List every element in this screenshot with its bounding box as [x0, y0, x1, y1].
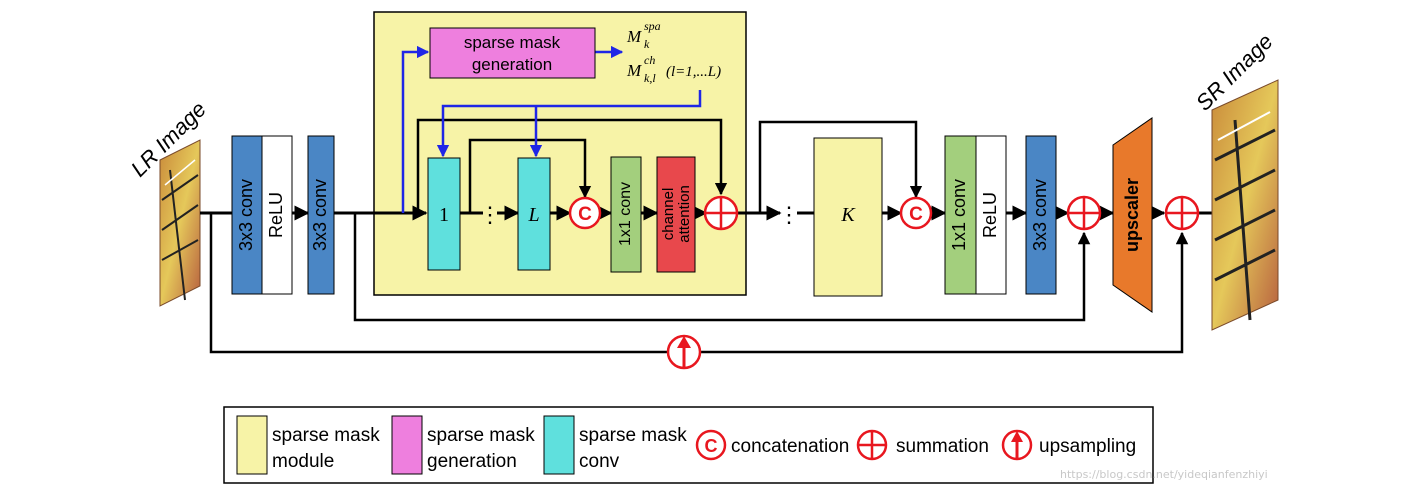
- legend-concat-symbol: C: [705, 436, 718, 456]
- conv1x1-label-2: 1x1 conv: [949, 179, 969, 251]
- sparse-mask-generation-block: [429, 27, 596, 79]
- sr-image: [1211, 79, 1279, 331]
- summation-op-1: [703, 195, 739, 231]
- svg-text:k,l: k,l: [644, 71, 656, 85]
- summation-op-2: [1066, 195, 1102, 231]
- legend-generation-line2: generation: [427, 451, 517, 472]
- spatial-mask-notation: M spa k: [626, 19, 661, 51]
- sparse-mask-conv-block-1: [427, 157, 461, 271]
- legend-conv-line2: conv: [579, 451, 620, 472]
- legend-upsampling: upsampling: [1039, 436, 1136, 457]
- legend-concatenation: concatenation: [731, 436, 849, 457]
- legend-conv-line1: sparse mask: [579, 425, 687, 446]
- conv1x1-label-1: 1x1 conv: [617, 182, 634, 246]
- legend-summation-icon: [856, 429, 888, 461]
- legend-summation: summation: [896, 436, 989, 457]
- svg-text:M: M: [626, 27, 642, 46]
- concat-op-2: [899, 196, 933, 230]
- watermark: https://blog.csdn.net/yideqianfenzhiyi: [1060, 468, 1268, 481]
- relu-label-2: ReLU: [980, 192, 1000, 238]
- relu-block-2: [975, 135, 1007, 295]
- block-ellipsis-1: ⋮: [479, 202, 501, 227]
- block-first-label: 1: [439, 204, 449, 226]
- smg-label-line2: generation: [472, 55, 552, 74]
- upsampling-op: [666, 334, 702, 370]
- legend-swatch-conv: [543, 415, 575, 475]
- legend-module-line2: module: [272, 451, 334, 472]
- conv3x3-block-3: [1025, 135, 1057, 295]
- svg-text:M: M: [626, 61, 642, 80]
- conv3x3-label-1: 3x3 conv: [236, 179, 256, 251]
- svg-text:(l=1,...L): (l=1,...L): [666, 64, 721, 80]
- channel-mask-notation: M ch k,l (l=1,...L): [626, 53, 721, 85]
- sparse-mask-module-K: [813, 137, 883, 297]
- module-ellipsis: ⋮: [778, 202, 800, 227]
- svg-text:ch: ch: [644, 53, 655, 67]
- conv3x3-block-2: [307, 135, 335, 295]
- svg-text:k: k: [644, 37, 650, 51]
- svg-text:spa: spa: [644, 19, 661, 33]
- conv3x3-label-3: 3x3 conv: [1030, 179, 1050, 251]
- relu-label-1: ReLU: [266, 192, 286, 238]
- mask-generation-arrows: [401, 45, 702, 213]
- lr-image: [159, 139, 201, 307]
- smg-label-line1: sparse mask: [464, 33, 561, 52]
- channel-attention-line1: channel: [660, 188, 677, 241]
- concat-op-1: [568, 196, 602, 230]
- channel-attention-block: [656, 156, 696, 273]
- legend-concat-icon: [695, 429, 727, 461]
- block-last-label: L: [527, 204, 539, 226]
- summation-op-3: [1164, 195, 1200, 231]
- concat-symbol-1: C: [578, 204, 592, 225]
- legend-box: [223, 406, 1154, 484]
- legend-generation-line1: sparse mask: [427, 425, 535, 446]
- sparse-mask-conv-block-L: [517, 157, 551, 271]
- conv3x3-block-1: [231, 135, 263, 295]
- relu-block-1: [261, 135, 293, 295]
- legend-swatch-generation: [391, 415, 423, 475]
- upscaler-label: upscaler: [1122, 178, 1142, 252]
- module-inner-skips: [416, 118, 728, 213]
- upscaler-block: [1112, 117, 1153, 313]
- legend-upsampling-icon: [1001, 429, 1033, 461]
- channel-attention-line2: attention: [676, 185, 693, 243]
- conv3x3-label-2: 3x3 conv: [310, 179, 330, 251]
- legend-module-line1: sparse mask: [272, 425, 380, 446]
- conv1x1-block-1: [610, 156, 642, 273]
- concat-symbol-2: C: [909, 204, 923, 225]
- module-last-label: K: [840, 204, 856, 226]
- legend-swatch-module: [236, 415, 268, 475]
